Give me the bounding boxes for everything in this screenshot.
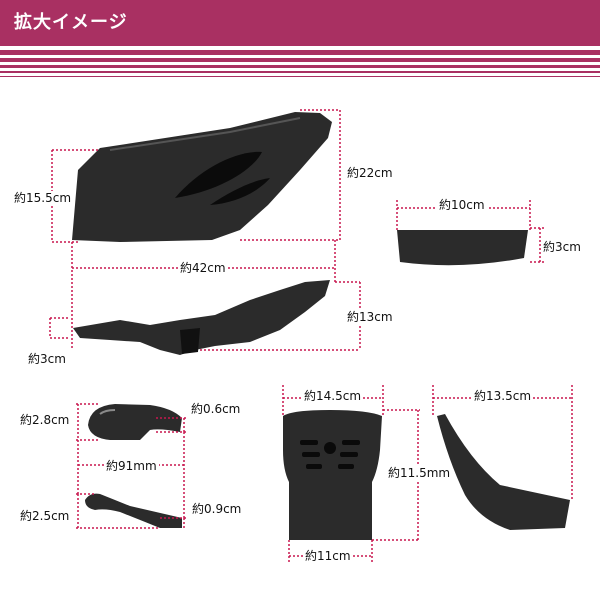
header-stripes (0, 50, 600, 82)
dim-label-top-depth: 約22cm (345, 166, 395, 180)
stripe (0, 76, 600, 77)
dim-label-grip-length: 約91mm (104, 459, 159, 473)
grip-bottom-part (85, 493, 182, 528)
dim-label-panel-height: 約11.5mm (386, 466, 453, 480)
dim-label-small-height: 約3cm (541, 240, 583, 254)
panel-hole (324, 442, 336, 454)
panel-slot (302, 452, 320, 457)
stripe (0, 58, 600, 62)
stripe (0, 71, 600, 73)
top-cover-slot (210, 178, 270, 205)
panel-slot (338, 464, 354, 469)
dim-label-side-width: 約13.5cm (472, 389, 534, 403)
small-strip-part (397, 230, 528, 266)
dim-label-length: 約42cm (178, 261, 228, 275)
dim-label-small-width: 約10cm (437, 198, 487, 212)
panel-slot (306, 464, 322, 469)
front-panel-part (283, 410, 382, 540)
dim-label-lower-thickness: 約3cm (26, 352, 68, 366)
dim-label-grip-bottom-tip: 約0.9cm (190, 502, 244, 516)
stripe (0, 65, 600, 68)
dim-label-lower-height: 約13cm (345, 310, 395, 324)
grip-top-highlight (99, 409, 116, 415)
dim-label-panel-bottom-width: 約11cm (303, 549, 353, 563)
side-curve-part (437, 414, 570, 530)
lower-cover-tab (180, 328, 200, 354)
page-title: 拡大イメージ (14, 12, 128, 33)
header-banner: 拡大イメージ (0, 0, 600, 46)
top-cover-slot (175, 151, 262, 198)
stripe (0, 50, 600, 55)
dim-label-grip-top-tip: 約0.6cm (189, 402, 243, 416)
panel-slot (300, 440, 318, 445)
dim-label-top-height: 約15.5cm (12, 191, 74, 205)
panel-slot (342, 440, 360, 445)
grip-top-part (88, 404, 182, 440)
dim-label-grip-top-height: 約2.8cm (18, 413, 72, 427)
panel-slot (340, 452, 358, 457)
top-cover-highlight (109, 117, 301, 151)
dim-label-panel-width: 約14.5cm (302, 389, 364, 403)
dim-label-grip-bottom-height: 約2.5cm (18, 509, 72, 523)
lower-cover-part (73, 280, 330, 355)
